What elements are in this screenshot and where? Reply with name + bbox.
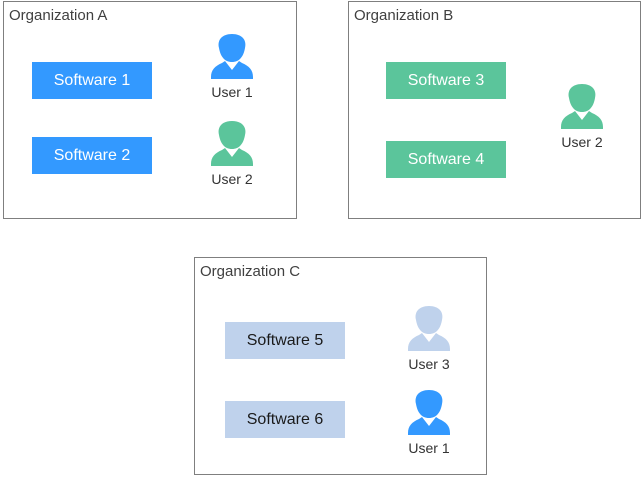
- organization-c-title: Organization C: [200, 263, 301, 280]
- user-icon: [408, 390, 450, 435]
- user-icon: [211, 34, 253, 79]
- software-5-box: Software 5: [225, 322, 345, 359]
- organization-b-box: Organization B Software 3 Software 4 Use…: [348, 1, 641, 219]
- user-3-label: User 3: [408, 356, 450, 372]
- software-2-box: Software 2: [32, 137, 152, 174]
- user-icon: [561, 84, 603, 129]
- organization-a-box: Organization A Software 1 Software 2 Use…: [3, 1, 297, 219]
- user-icon: [408, 306, 450, 351]
- software-3-label: Software 3: [407, 72, 485, 89]
- user-1-label: User 1: [211, 84, 253, 100]
- user-icon: [211, 121, 253, 166]
- organization-b-title: Organization B: [354, 7, 454, 24]
- user-3-org-c: User 3: [389, 304, 469, 372]
- organization-a-title: Organization A: [9, 7, 108, 24]
- user-2-label: User 2: [211, 171, 253, 187]
- user-1-label: User 1: [408, 440, 450, 456]
- user-2-org-a: User 2: [192, 119, 272, 187]
- software-2-label: Software 2: [53, 147, 131, 164]
- software-3-box: Software 3: [386, 62, 506, 99]
- user-2-label: User 2: [561, 134, 603, 150]
- software-4-label: Software 4: [407, 151, 485, 168]
- software-1-label: Software 1: [53, 72, 131, 89]
- user-1-org-a: User 1: [192, 32, 272, 100]
- organization-c-box: Organization C Software 5 Software 6 Use…: [194, 257, 487, 475]
- software-6-box: Software 6: [225, 401, 345, 438]
- software-5-label: Software 5: [246, 332, 324, 349]
- software-4-box: Software 4: [386, 141, 506, 178]
- software-1-box: Software 1: [32, 62, 152, 99]
- user-1-org-c: User 1: [389, 388, 469, 456]
- user-2-org-b: User 2: [542, 82, 622, 150]
- software-6-label: Software 6: [246, 411, 324, 428]
